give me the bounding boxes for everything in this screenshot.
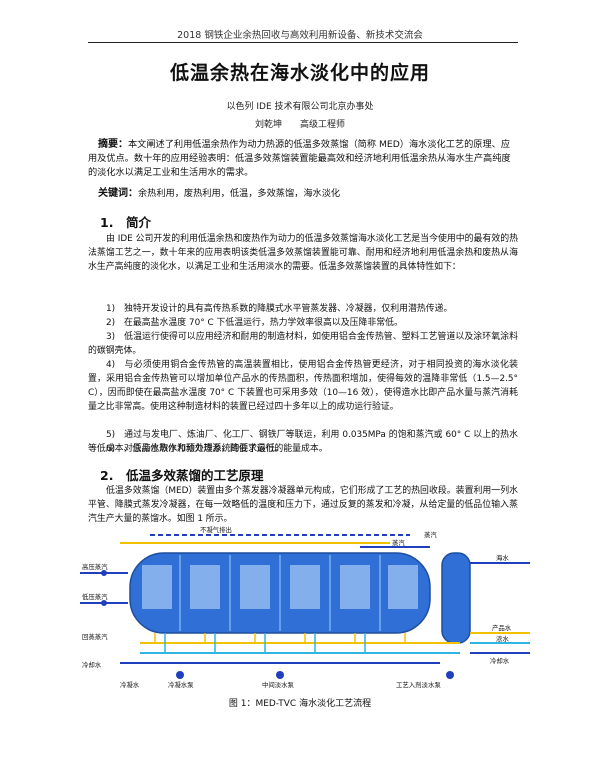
label-steam: 蒸汽: [392, 538, 405, 547]
label-noncondensable: 不凝气排出: [200, 525, 232, 534]
label-product: 产品水: [492, 623, 512, 632]
author: 刘乾坤 高级工程师: [254, 120, 345, 130]
label-lp-steam: 低压蒸汽: [82, 592, 108, 601]
label-tvc: 蒸汽: [424, 530, 437, 539]
valve-hp: [101, 570, 107, 576]
label-industrial-pump: 工艺入剂淡水泵: [396, 680, 441, 689]
abstract-label: 摘要：: [98, 139, 128, 150]
label-condensate-return: 回蒸蒸汽: [82, 632, 108, 641]
feature-item-4: 4) 与必须使用铜合金传热管的高温装置相比，使用铝合金传热管更经济，对于相同投资…: [88, 360, 518, 412]
feature-item-5: 5) 通过与发电厂、炼油厂、化工厂、钢铁厂等联运，利用 0.035MPa 的饱和…: [88, 430, 518, 454]
figure-caption: 图 1：MED-TVC 海水淡化工艺流程: [228, 699, 372, 709]
evaporator-effects: [179, 555, 381, 631]
valve-lp: [101, 600, 107, 606]
header-rule: [88, 42, 518, 43]
label-seawater: 海水: [496, 553, 509, 562]
keywords: 关键词：余热利用，废热利用，低温，多效蒸馏，海水淡化: [98, 184, 518, 199]
feature-item-6: 6) 对原海水取水和预处理系统的要求最低。: [106, 444, 284, 454]
med-tvc-process-diagram: 不凝气排出 高压蒸汽 低压蒸汽 蒸汽 蒸汽 海水 产品水 浓水 冷却水 回蒸蒸汽…: [80, 525, 530, 689]
pump-feed: [176, 671, 184, 679]
section-1-intro: 由 IDE 公司开发的利用低温余热和废热作为动力的低温多效蒸馏海水淡化工艺是当今…: [88, 234, 518, 272]
label-hp-steam: 高压蒸汽: [82, 562, 108, 571]
feature-item-1: 1) 独特开发设计的具有高传热系数的降膜式水平管蒸发器、冷凝器，仅利用潜热传递。: [106, 304, 453, 314]
label-cooling-water: 冷却水: [82, 660, 102, 669]
pump-product: [446, 671, 454, 679]
label-brine: 浓水: [496, 634, 509, 643]
tube-bundles: [142, 565, 418, 609]
feature-item-3: 3) 低温运行使得可以应用经济和耐用的制造材料，如使用铝合金传热管、塑料工艺管道…: [88, 332, 518, 356]
paper-title: 低温余热在海水淡化中的应用: [169, 62, 430, 84]
abstract: 摘要：本文阐述了利用低温余热作为动力热源的低温多效蒸馏（简称 MED）海水淡化工…: [88, 138, 518, 180]
running-head: 2018 钢铁企业余热回收与高效利用新设备、新技术交流会: [177, 30, 423, 41]
keywords-text: 余热利用，废热利用，低温，多效蒸馏，海水淡化: [138, 188, 341, 199]
label-intermediate-pump: 中间淡水泵: [262, 680, 295, 689]
abstract-text: 本文阐述了利用低温余热作为动力热源的低温多效蒸馏（简称 MED）海水淡化工艺的原…: [88, 139, 511, 178]
effect-brine-drains: [164, 633, 366, 653]
effect-drains: [154, 633, 406, 643]
section-2-heading: 2. 低温多效蒸馏的工艺原理: [100, 468, 264, 483]
feature-item-2: 2) 在最高盐水温度 70° C 下低温运行，热力学效率很高以及压降非常低。: [106, 318, 403, 328]
label-seawater-out: 冷却水: [490, 656, 510, 665]
condenser-vessel: [441, 552, 471, 644]
keywords-label: 关键词：: [98, 188, 138, 199]
section-1-heading: 1. 简介: [100, 215, 151, 230]
label-feed-pump: 冷凝水泵: [168, 680, 194, 689]
pump-intermediate: [276, 671, 284, 679]
section-2-body: 低温多效蒸馏（MED）装置由多个蒸发器冷凝器单元构成，它们形成了工艺的热回收段。…: [88, 486, 518, 524]
label-condenser-water: 冷凝水: [120, 680, 140, 689]
affiliation: 以色列 IDE 技术有限公司北京办事处: [226, 102, 374, 112]
